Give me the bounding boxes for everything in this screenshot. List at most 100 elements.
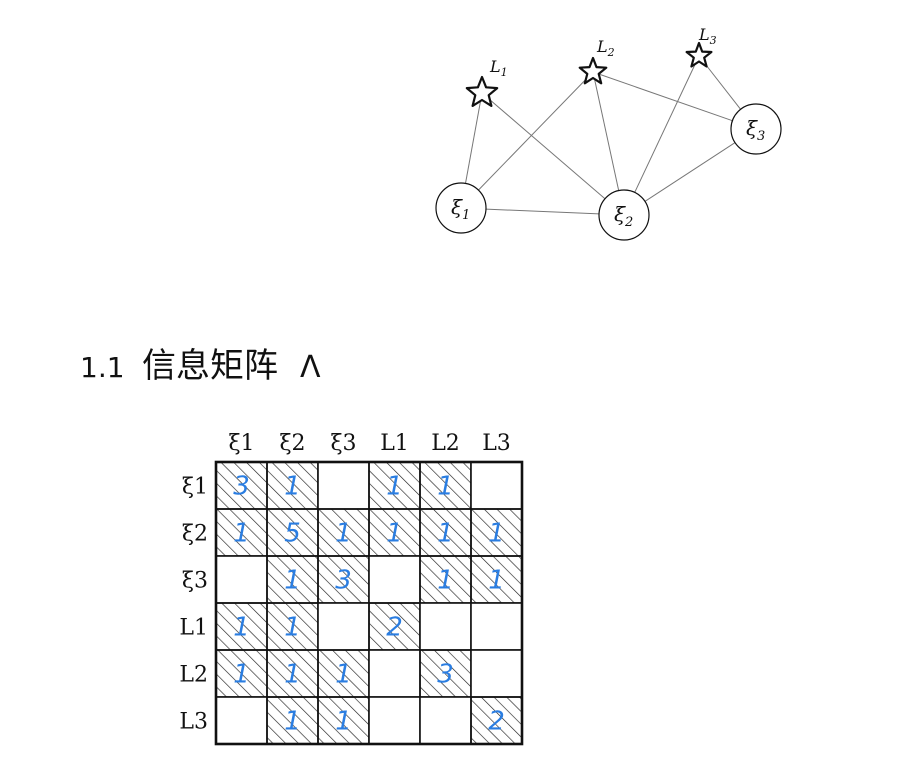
matrix-cell-r5-c4: [368, 649, 421, 698]
matrix-frame: [214, 460, 524, 746]
hatched-cell: [266, 649, 319, 698]
hatched-cell: [266, 696, 319, 745]
edge-p2-p3: [644, 142, 736, 202]
matrix-cell-r2-c2: 5: [266, 508, 319, 557]
pose-xi1-label: ξ1: [451, 195, 470, 223]
empty-cell: [470, 461, 523, 510]
row-label: ξ1: [182, 475, 208, 500]
matrix-cell-r2-c1: 1: [215, 508, 268, 557]
edge-p1-l1: [465, 92, 483, 184]
section-heading: 1.1 信息矩阵 Λ: [80, 346, 321, 386]
matrix-cell-r4-c1: 1: [215, 602, 268, 651]
matrix-cell-r5-c1: 1: [215, 649, 268, 698]
empty-cell: [317, 602, 370, 651]
hatched-cell: [266, 461, 319, 510]
pose-xi3-label: ξ3: [746, 116, 765, 144]
cell-value: 2: [488, 707, 505, 737]
matrix-cell-r3-c5: 1: [419, 555, 472, 604]
matrix-cell-r1-c1: 3: [215, 461, 268, 510]
cell-value: 1: [488, 566, 505, 596]
section-title: 信息矩阵: [142, 346, 278, 386]
cell-value: 1: [284, 707, 301, 737]
cell-value: 2: [386, 613, 403, 643]
matrix-cell-r2-c5: 1: [419, 508, 472, 557]
column-label: L3: [482, 431, 511, 456]
cell-value: 1: [284, 660, 301, 690]
cell-value: 1: [386, 472, 403, 502]
column-label: L1: [380, 431, 409, 456]
empty-cell: [317, 461, 370, 510]
edge-p2-l1: [481, 92, 606, 200]
pose-node-xi1: ξ1: [435, 182, 487, 234]
row-label: ξ2: [182, 522, 208, 547]
matrix-cell-r4-c6: [470, 602, 523, 651]
matrix-cell-r6-c2: 1: [266, 696, 319, 745]
pose-xi2-label: ξ2: [614, 202, 633, 230]
hatched-cell: [419, 555, 472, 604]
cell-value: 3: [233, 472, 250, 502]
edge-p2-l3: [634, 55, 700, 193]
empty-cell: [470, 649, 523, 698]
landmark-l3-label: L3: [698, 25, 717, 47]
hatched-cell: [470, 508, 523, 557]
column-label: L2: [431, 431, 460, 456]
cell-value: 1: [335, 519, 352, 549]
empty-cell: [215, 696, 268, 745]
cell-value: 1: [284, 566, 301, 596]
landmark-star-icon: [685, 41, 713, 68]
column-label: ξ2: [279, 431, 305, 456]
matrix-cell-r5-c5: 3: [419, 649, 472, 698]
matrix-cell-r3-c6: 1: [470, 555, 523, 604]
cell-value: 1: [488, 519, 505, 549]
row-label: ξ3: [182, 569, 208, 594]
landmark-star-icon: [465, 75, 499, 107]
matrix-cell-r2-c6: 1: [470, 508, 523, 557]
pose-landmark-graph: L1 L2 L3 ξ1 ξ2 ξ3: [435, 25, 782, 241]
pose-circle: [598, 189, 650, 241]
matrix-cell-r3-c2: 1: [266, 555, 319, 604]
matrix-cell-r6-c1: [215, 696, 268, 745]
edge-p2-l2: [592, 71, 620, 191]
matrix-cell-r3-c1: [215, 555, 268, 604]
landmark-l1: L1: [465, 57, 508, 107]
matrix-cell-r1-c5: 1: [419, 461, 472, 510]
hatched-cell: [368, 508, 421, 557]
matrix-cell-r5-c3: 1: [317, 649, 370, 698]
hatched-cell: [368, 602, 421, 651]
edge-p1-l2: [478, 71, 594, 191]
matrix-cell-r1-c2: 1: [266, 461, 319, 510]
matrix-cell-r3-c4: [368, 555, 421, 604]
landmark-l2-label: L2: [596, 37, 615, 59]
hatched-cell: [317, 696, 370, 745]
matrix-cell-r1-c6: [470, 461, 523, 510]
matrix-cell-r4-c2: 1: [266, 602, 319, 651]
cell-value: 1: [233, 660, 250, 690]
matrix-cell-r6-c5: [419, 696, 472, 745]
graph-nodes: L1 L2 L3 ξ1 ξ2 ξ3: [435, 25, 782, 241]
empty-cell: [470, 602, 523, 651]
cell-value: 1: [335, 660, 352, 690]
empty-cell: [368, 696, 421, 745]
matrix-cell-r6-c3: 1: [317, 696, 370, 745]
edge-p1-p2: [485, 208, 600, 215]
hatched-cell: [266, 555, 319, 604]
matrix-cell-r6-c6: 2: [470, 696, 523, 745]
row-label: L2: [179, 663, 208, 688]
pose-node-xi3: ξ3: [730, 103, 782, 155]
matrix-cell-r6-c4: [368, 696, 421, 745]
column-label: ξ1: [228, 431, 254, 456]
row-label: L1: [179, 616, 208, 641]
landmark-l1-label: L1: [489, 57, 508, 79]
edge-p3-l2: [592, 71, 733, 122]
landmark-l3: L3: [685, 25, 717, 68]
cell-value: 1: [437, 566, 454, 596]
pose-circle: [435, 182, 487, 234]
row-label: L3: [179, 710, 208, 735]
matrix-cell-r2-c3: 1: [317, 508, 370, 557]
cell-value: 3: [335, 566, 352, 596]
matrix-cell-r5-c2: 1: [266, 649, 319, 698]
